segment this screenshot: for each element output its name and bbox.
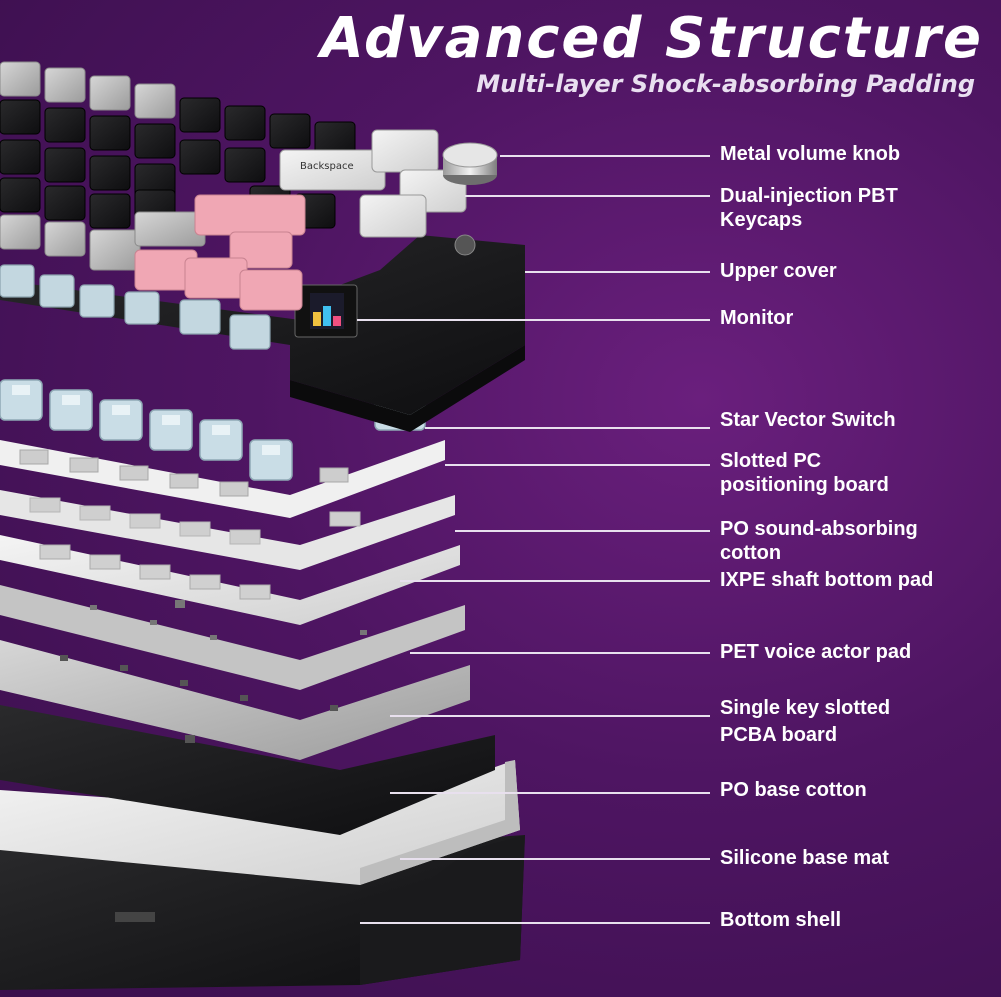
label-ixpe-pad: IXPE shaft bottom pad [720, 569, 934, 591]
leader-line [390, 715, 710, 717]
leader-line [400, 580, 710, 582]
label-pcba-board: Single key slotted PCBA board [720, 697, 891, 746]
leader-line [410, 652, 710, 654]
label-pet-pad: PET voice actor pad [720, 641, 912, 663]
label-monitor: Monitor [720, 307, 794, 329]
label-po-base-cotton: PO base cotton [720, 779, 867, 801]
keycap-layer [0, 61, 467, 311]
leader-line [455, 530, 710, 532]
leader-line [525, 271, 710, 273]
label-po-sound-cotton: PO sound-absorbing cotton [720, 518, 918, 564]
leader-line [500, 155, 710, 157]
bottom-shell-layer [0, 835, 525, 990]
po-sound-cotton-layer [0, 490, 455, 570]
label-metal-volume-knob: Metal volume knob [720, 143, 901, 165]
frame-switch-row [0, 264, 271, 350]
leader-line [390, 792, 710, 794]
pcba-board-layer [0, 640, 470, 760]
leader-line [357, 319, 710, 321]
leader-line [425, 427, 710, 429]
leader-line [445, 464, 710, 466]
silicone-mat-layer [0, 760, 520, 885]
leader-line [465, 195, 710, 197]
page-title: Advanced Structure [320, 6, 983, 71]
leader-line [360, 922, 710, 924]
label-star-vector-switch: Star Vector Switch [720, 409, 896, 431]
label-slotted-pc-board: Slotted PC positioning board [720, 450, 889, 496]
slotted-pc-board-layer [0, 440, 445, 518]
leader-line [400, 858, 710, 860]
label-bottom-shell: Bottom shell [720, 909, 842, 931]
label-silicone-mat: Silicone base mat [720, 847, 889, 869]
label-keycaps: Dual-injection PBT Keycaps [720, 185, 898, 231]
page-subtitle: Multi-layer Shock-absorbing Padding [476, 70, 975, 98]
label-upper-cover: Upper cover [720, 260, 837, 282]
backspace-legend: Backspace [300, 161, 354, 172]
monitor-layer [294, 284, 358, 338]
po-base-cotton-layer [0, 705, 495, 835]
knob-icon [442, 142, 498, 185]
ixpe-pad-layer [0, 535, 460, 625]
